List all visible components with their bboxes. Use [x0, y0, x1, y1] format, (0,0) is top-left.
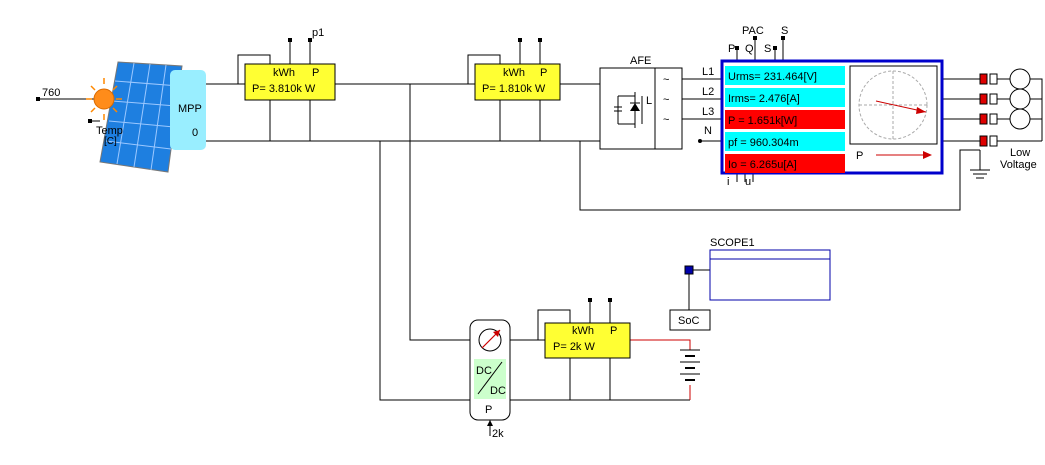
temp-unit: [C] [104, 136, 117, 147]
meter1-p: P [312, 67, 319, 79]
setpoint-arrow-icon [487, 420, 493, 436]
mpp-zero: 0 [192, 127, 198, 139]
load-phase-3 [979, 108, 1031, 130]
analyzer-p-label: P [856, 150, 863, 162]
dcdc-p-label: P [485, 404, 492, 416]
afe-label: AFE [630, 55, 651, 67]
pac-p-pin: P [728, 43, 735, 55]
power-analyzer[interactable]: Urms= 231.464[V] Irms= 2.476[A] P = 1.651k… [720, 59, 944, 175]
battery-icon[interactable] [680, 349, 700, 381]
grid-label-low: Low [1010, 147, 1030, 159]
analyzer-row-3: P = 1.651k[W] [728, 115, 797, 127]
scope-label: SCOPE1 [710, 237, 755, 249]
meter3-reading: P= 2k W [553, 341, 595, 353]
sun-icon [86, 78, 122, 120]
mpp-block[interactable]: MPP 0 [170, 70, 206, 150]
pac-u-pin: u [745, 176, 751, 188]
scope-input-port[interactable] [684, 265, 694, 275]
wiring [38, 38, 1043, 436]
analyzer-row-bg [725, 154, 845, 173]
load-phase-2 [979, 88, 1031, 110]
energy-meter-1[interactable]: kWh P P= 3.810k W [244, 63, 336, 101]
pv-panel[interactable] [99, 61, 183, 173]
analyzer-row-bg [725, 66, 845, 85]
load-phase-1 [979, 68, 1031, 90]
phasor-display [849, 65, 938, 145]
phase-l1-label: L1 [702, 66, 714, 78]
energy-meter-2[interactable]: kWh P P= 1.810k W [474, 63, 561, 101]
analyzer-row-2: Irms= 2.476[A] [728, 93, 800, 105]
irradiance-value: 760 [42, 87, 60, 99]
meter3-kwh: kWh [572, 325, 594, 337]
meter2-reading: P= 1.810k W [482, 83, 546, 95]
ground-icon [970, 169, 990, 179]
pac-label: PAC [742, 25, 764, 37]
load-bank[interactable] [979, 68, 1031, 147]
probe-label-p1: p1 [312, 27, 324, 39]
wiring-red [630, 339, 691, 400]
afe-sine-2: ~ [663, 94, 669, 106]
analyzer-row-4: pf = 960.304m [728, 137, 799, 149]
afe-sine-3: ~ [663, 114, 669, 126]
pac-i-pin: i [727, 176, 729, 188]
dcdc-converter[interactable]: DC DC P [469, 319, 511, 421]
analyzer-readings: Urms= 231.464[V] Irms= 2.476[A] P = 1.651k… [725, 66, 845, 173]
phase-l2-label: L2 [702, 86, 714, 98]
phase-n-label: N [704, 125, 712, 137]
dcdc-setpoint: 2k [492, 428, 504, 440]
afe-igbt-icon [614, 92, 643, 128]
analyzer-row-1: Urms= 231.464[V] [728, 71, 817, 83]
meter2-p: P [540, 67, 547, 79]
analyzer-row-5: Io = 6.265u[A] [728, 159, 797, 171]
dcdc-dc-top: DC [476, 365, 492, 377]
junction-dots [36, 36, 785, 302]
soc-block[interactable]: SoC [669, 309, 711, 331]
dcdc-dc-bottom: DC [490, 385, 506, 397]
temp-label: Temp [96, 125, 123, 137]
analyzer-p-arrow [876, 151, 932, 159]
scope-display[interactable] [709, 249, 831, 301]
mpp-label: MPP [178, 103, 202, 115]
meter3-p: P [610, 325, 617, 337]
pac-q-pin: Q [745, 43, 754, 55]
meter1-kwh: kWh [273, 67, 295, 79]
afe-sine-1: ~ [663, 74, 669, 86]
analyzer-row-bg [725, 110, 845, 129]
grid-label-voltage: Voltage [1000, 159, 1037, 171]
afe-inductor-label: L [646, 95, 652, 107]
load-neutral [979, 135, 1030, 147]
dcdc-meter-icon [478, 328, 502, 352]
analyzer-row-bg [725, 88, 845, 107]
meter2-kwh: kWh [503, 67, 525, 79]
pac-s-pin: S [764, 43, 771, 55]
analyzer-row-bg [725, 132, 845, 151]
energy-meter-3[interactable]: kWh P P= 2k W [544, 322, 631, 359]
soc-label: SoC [678, 315, 699, 327]
afe-inverter[interactable]: L ~ ~ ~ [599, 67, 683, 150]
meter1-reading: P= 3.810k W [252, 83, 316, 95]
phase-l3-label: L3 [702, 106, 714, 118]
pac-s-top: S [781, 25, 788, 37]
